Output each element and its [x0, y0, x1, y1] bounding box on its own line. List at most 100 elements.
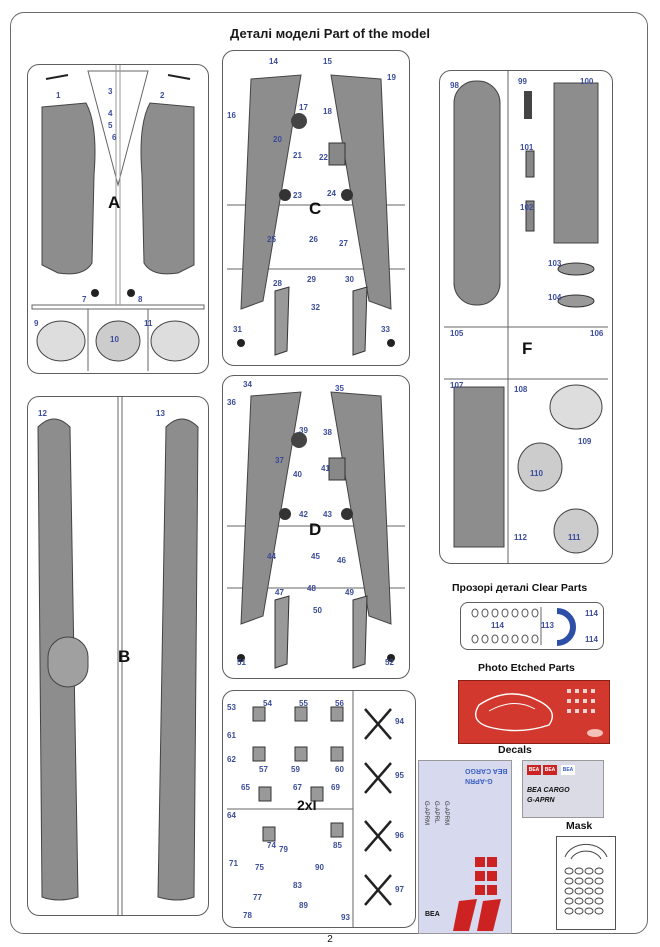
part-label: 60 — [335, 765, 344, 774]
sprue-a-drawing — [31, 65, 205, 371]
part-label: 25 — [267, 235, 276, 244]
part-label: 56 — [335, 699, 344, 708]
sprue-i-drawing — [227, 691, 392, 927]
decal-registration: G-APRM — [443, 801, 449, 825]
part-label: 44 — [267, 552, 276, 561]
part-label: 19 — [387, 73, 396, 82]
part-label: 31 — [233, 325, 242, 334]
sprue-b-drawing — [37, 397, 199, 915]
part-label: 51 — [237, 658, 246, 667]
part-label: 43 — [323, 510, 332, 519]
part-label: 15 — [323, 57, 332, 66]
part-label: 9 — [34, 319, 39, 328]
part-label: 46 — [337, 556, 346, 565]
part-label: 42 — [299, 510, 308, 519]
part-label: 48 — [307, 584, 316, 593]
sprue-d: 34 35 36 37 38 39 40 41 42 43 44 45 46 4… — [222, 375, 410, 679]
part-label: 110 — [530, 469, 543, 478]
part-label: 37 — [275, 456, 284, 465]
decal-text: BEA — [425, 911, 440, 918]
part-label: 49 — [345, 588, 354, 597]
part-label: 112 — [514, 533, 527, 542]
part-label: 22 — [319, 153, 328, 162]
decal-sheet-main: BEA CARGO G-APRN G-APRM G-APRL G-APRM BE… — [418, 760, 512, 934]
part-label: 114 — [585, 609, 598, 618]
part-label: 1 — [56, 91, 61, 100]
clear-parts-drawing — [471, 607, 576, 646]
page-number: 2 — [327, 934, 333, 945]
part-label: 65 — [241, 783, 250, 792]
page-title: Деталі моделі Part of the model — [230, 26, 430, 41]
part-label: 12 — [38, 409, 47, 418]
part-label: 103 — [548, 259, 562, 268]
part-label: 7 — [82, 295, 87, 304]
part-label: 33 — [381, 325, 390, 334]
part-label: 34 — [243, 380, 252, 389]
part-label: 71 — [229, 859, 238, 868]
part-label: 11 — [144, 319, 153, 328]
photo-etched-caption: Photo Etched Parts — [478, 662, 575, 674]
part-label: 55 — [299, 699, 308, 708]
clear-parts-caption: Прозорі деталі Clear Parts — [452, 582, 588, 594]
decal-text: BEA — [561, 765, 575, 775]
sprue-letter: B — [118, 647, 131, 666]
part-label: 85 — [333, 841, 342, 850]
part-label: 3 — [108, 87, 113, 96]
sprue-letter: D — [309, 520, 322, 539]
part-label: 30 — [345, 275, 354, 284]
part-label: 28 — [273, 279, 282, 288]
part-label: 102 — [520, 203, 534, 212]
part-label: 113 — [541, 621, 554, 630]
part-label: 21 — [293, 151, 302, 160]
part-label: 10 — [110, 335, 119, 344]
part-label: 47 — [275, 588, 284, 597]
part-label: 79 — [279, 845, 288, 854]
decal-registration: G-APRL — [433, 801, 439, 824]
part-label: 16 — [227, 111, 236, 120]
sprue-a: 1 2 3 4 5 6 7 8 9 10 11 A — [27, 64, 209, 374]
decal-text: BEA CARGO — [527, 787, 570, 794]
part-label: 100 — [580, 77, 594, 86]
part-label: 24 — [327, 189, 336, 198]
part-label: 96 — [395, 831, 404, 840]
part-label: 38 — [323, 428, 332, 437]
part-label: 40 — [293, 470, 302, 479]
decal-text: BEA — [527, 765, 541, 775]
part-label: 20 — [273, 135, 282, 144]
part-label: 52 — [385, 658, 394, 667]
clear-parts-sprue: 114 113 114 114 — [460, 602, 604, 650]
part-label: 59 — [291, 765, 300, 774]
part-label: 45 — [311, 552, 320, 561]
mask-caption: Mask — [566, 820, 593, 832]
part-label: 18 — [323, 107, 332, 116]
part-label: 13 — [156, 409, 165, 418]
part-label: 4 — [108, 109, 113, 118]
mask-sheet — [556, 836, 616, 930]
part-label: 108 — [514, 385, 528, 394]
sprue-f: 98 99 100 101 102 103 104 105 106 107 10… — [439, 70, 613, 564]
part-label: 62 — [227, 755, 236, 764]
part-label: 101 — [520, 143, 534, 152]
photo-etched-fret — [458, 680, 610, 744]
part-label: 109 — [578, 437, 592, 446]
part-label: 50 — [313, 606, 322, 615]
part-label: 111 — [568, 533, 581, 542]
part-label: 36 — [227, 398, 236, 407]
part-label: 114 — [585, 635, 598, 644]
sprue-letter: F — [522, 339, 533, 358]
sprue-c-drawing — [227, 74, 405, 356]
part-label: 75 — [255, 863, 264, 872]
part-label: 106 — [590, 329, 604, 338]
sprue-f-drawing — [444, 71, 608, 563]
part-label: 67 — [293, 783, 302, 792]
part-label: 8 — [138, 295, 143, 304]
part-label: 95 — [395, 771, 404, 780]
page-border — [10, 12, 648, 934]
part-label: 53 — [227, 703, 236, 712]
part-label: 77 — [253, 893, 262, 902]
decal-text: BEA — [543, 765, 557, 775]
part-label: 104 — [548, 293, 562, 302]
part-label: 97 — [395, 885, 404, 894]
part-label: 114 — [491, 621, 504, 630]
part-label: 39 — [299, 426, 308, 435]
